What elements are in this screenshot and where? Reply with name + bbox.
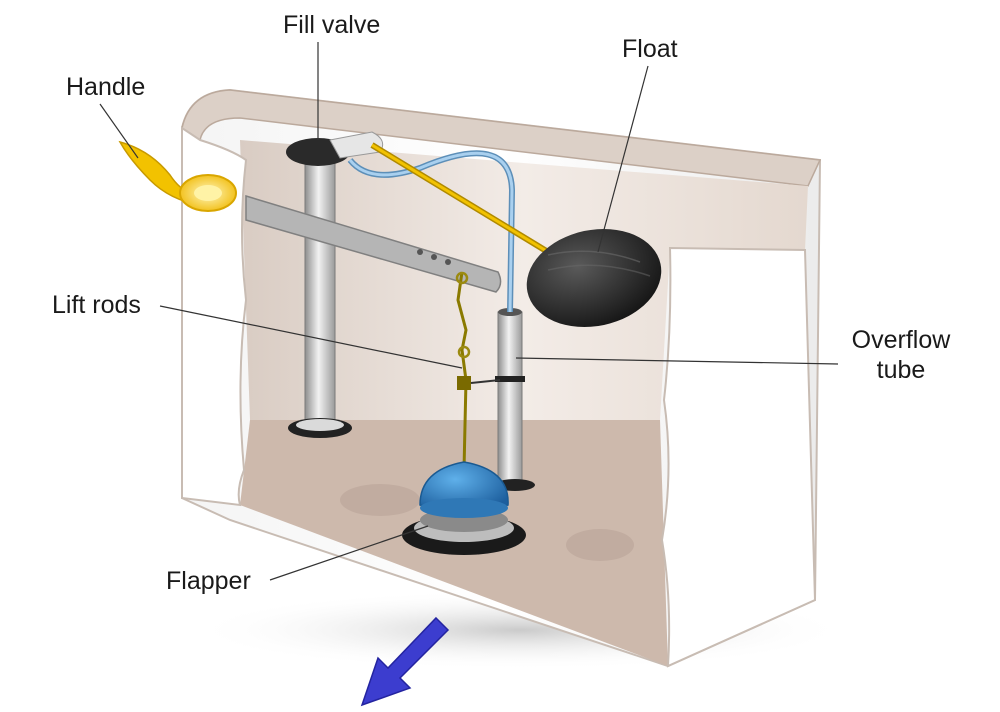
label-lift-rods: Lift rods	[52, 291, 141, 319]
leader-overflow-tube	[515, 357, 839, 365]
tank-back-wall	[240, 140, 808, 420]
leader-float	[597, 65, 649, 253]
lift-rods	[456, 271, 468, 471]
tank-right-cut	[660, 246, 817, 668]
label-flapper: Flapper	[166, 567, 251, 595]
label-handle: Handle	[66, 73, 146, 101]
overflow-tube	[497, 311, 523, 485]
label-overflow-tube-line1: Overflow	[851, 326, 951, 354]
leader-flapper	[269, 525, 429, 581]
label-overflow-tube-line2: tube	[876, 356, 926, 384]
tank-rim	[181, 89, 822, 187]
handle-lever	[245, 194, 502, 293]
flush-arrow	[360, 616, 450, 707]
leader-handle	[99, 103, 139, 159]
label-overflow-tube: Overflow tube	[842, 325, 960, 385]
fill-valve-pipe	[304, 159, 336, 429]
label-fill-valve: Fill valve	[283, 11, 381, 39]
label-float: Float	[622, 35, 678, 63]
leader-lift-rods	[159, 305, 463, 369]
